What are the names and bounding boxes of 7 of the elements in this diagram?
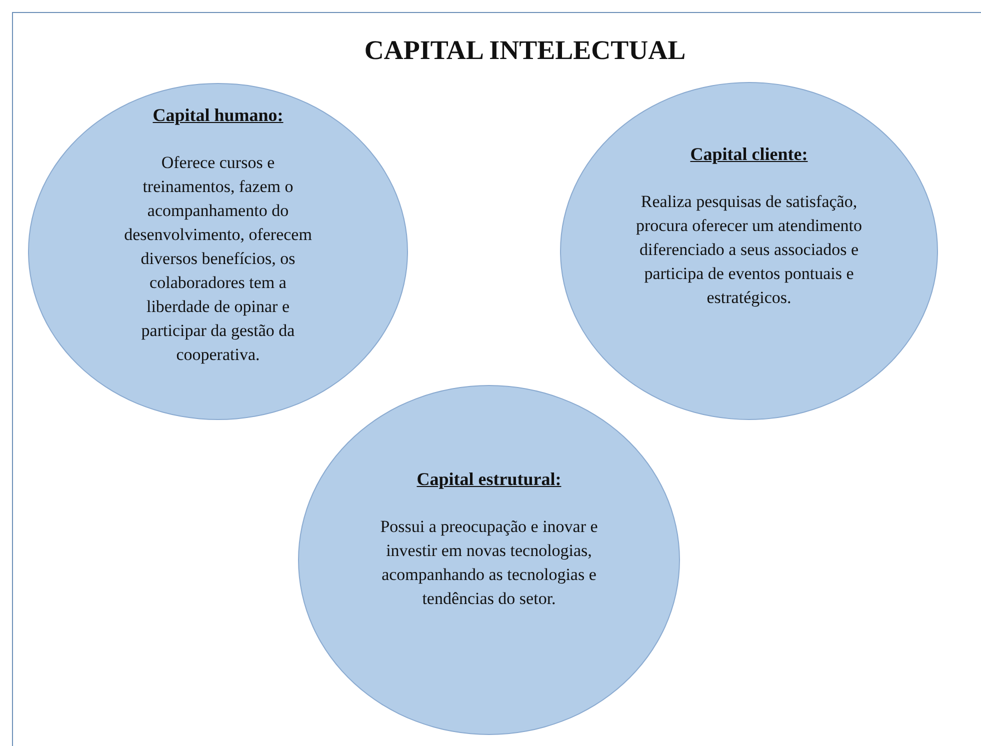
node-heading: Capital humano: <box>152 104 284 127</box>
node-heading: Capital cliente: <box>690 143 808 166</box>
node-description: Possui a preocupação e inovar e investir em novas tecnologias, acompanhando as tecnologias e tendências do setor. <box>379 516 599 610</box>
node-heading: Capital estrutural: <box>416 468 562 491</box>
diagram-title: CAPITAL INTELECTUAL <box>363 34 687 67</box>
node-description: Oferece cursos e treinamentos, fazem o acompanhamento do desenvolvimento, oferecem diversos benefícios, os colaboradores tem a liberdade de opinar e participar da gestão da cooperativa. <box>123 152 313 366</box>
node-description: Realiza pesquisas de satisfação, procura oferecer um atendimento diferenciado a seus associados e participa de eventos pontuais e estratégicos. <box>634 191 864 309</box>
